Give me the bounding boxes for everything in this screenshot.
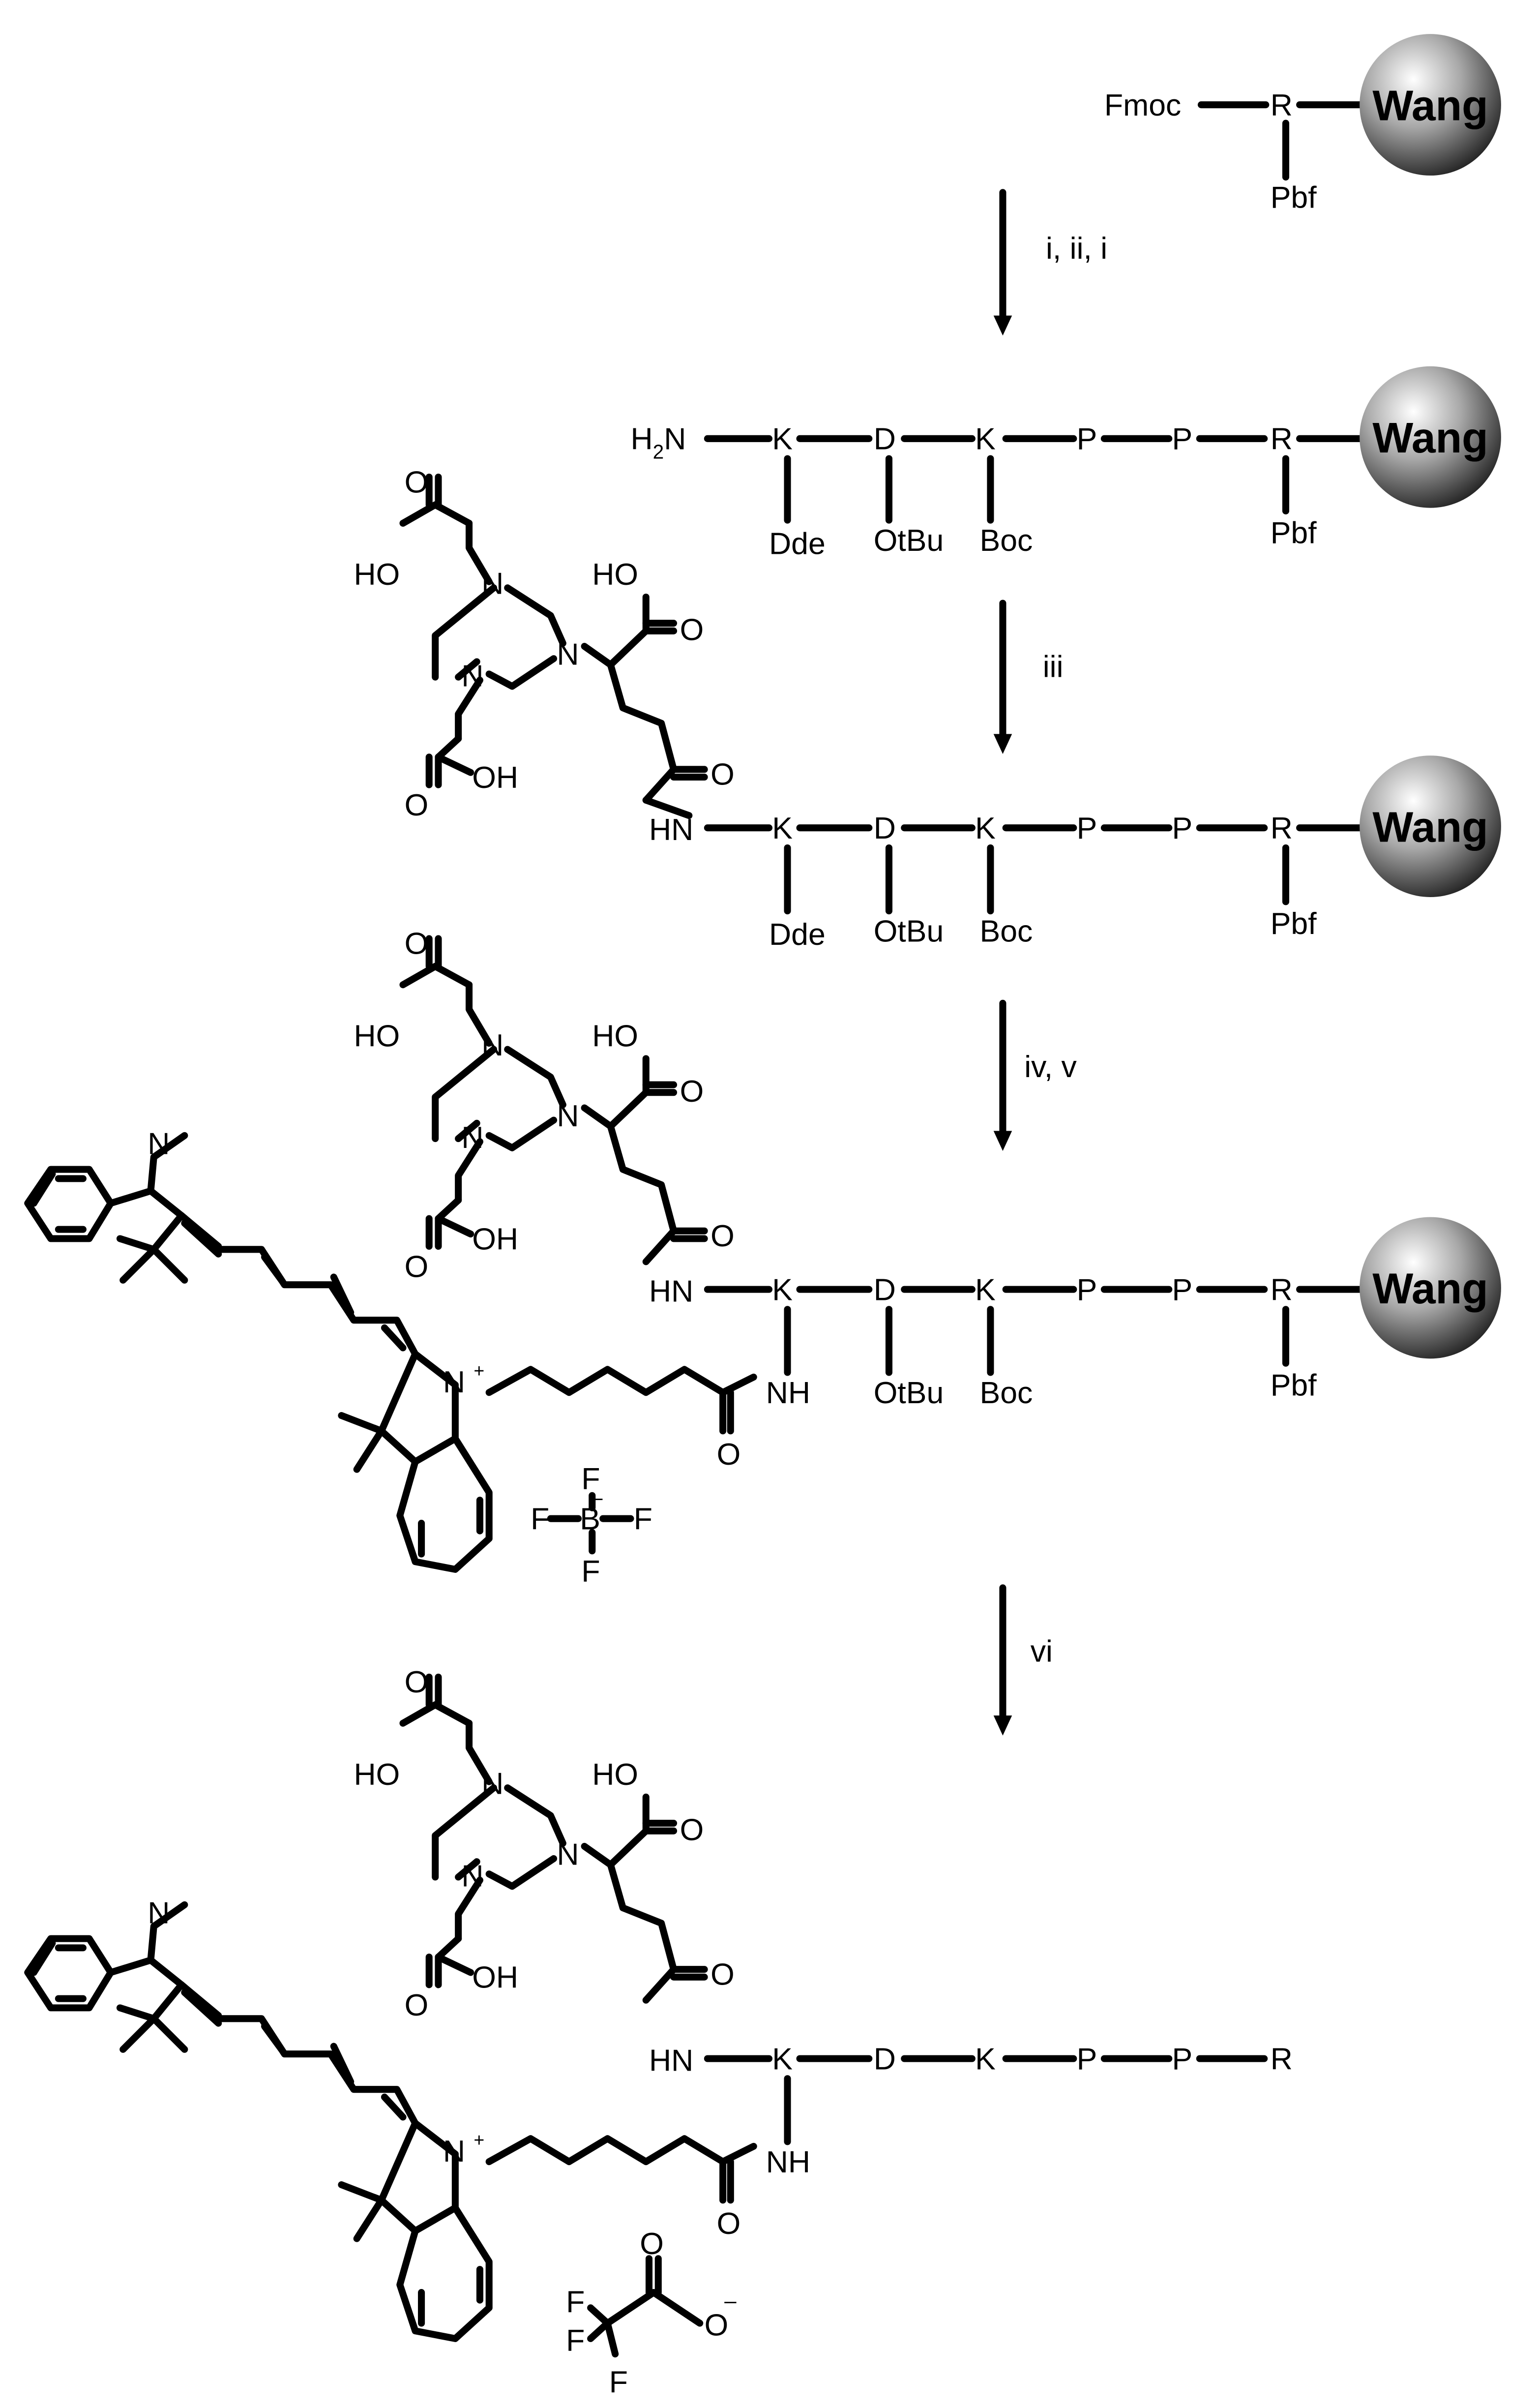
- res-k2: K: [975, 422, 996, 456]
- side-otbu: OtBu: [874, 523, 944, 558]
- side3-pbf: Pbf: [1271, 1368, 1317, 1402]
- wang-label-1: Wang: [1372, 81, 1488, 129]
- res2-k2: K: [975, 811, 996, 845]
- reaction-arrow-3: iv, v: [993, 999, 1077, 1151]
- res-k1: K: [772, 422, 793, 456]
- res4-k2: K: [975, 2042, 996, 2077]
- wang-label-4: Wang: [1372, 1264, 1488, 1313]
- res3-d: D: [874, 1273, 896, 1307]
- res2-p1: P: [1077, 811, 1097, 845]
- res-r: R: [1271, 422, 1293, 456]
- amine-h: H2N: [630, 422, 686, 463]
- side2-otbu: OtBu: [874, 914, 944, 949]
- res-p2: P: [1172, 422, 1193, 456]
- res2-p2: P: [1172, 811, 1193, 845]
- hn-4: HN: [649, 2044, 693, 2078]
- res2-k1: K: [772, 811, 793, 845]
- side2-boc: Boc: [980, 914, 1033, 949]
- tfa-charge: –: [724, 2288, 737, 2313]
- res3-r: R: [1271, 1273, 1293, 1307]
- condition-4: vi: [1031, 1634, 1053, 1669]
- residue-r-start: R: [1271, 88, 1293, 122]
- side3-otbu: OtBu: [874, 1376, 944, 1410]
- res4-r: R: [1271, 2042, 1293, 2077]
- tetrafluoroborate-anion: F – F B F F: [531, 1462, 652, 1589]
- res4-k1: K: [772, 2042, 793, 2077]
- res4-p2: P: [1172, 2042, 1193, 2077]
- res2-r: R: [1271, 811, 1293, 845]
- condition-3: iv, v: [1024, 1050, 1077, 1084]
- side-dde: Dde: [769, 526, 826, 561]
- res-p1: P: [1077, 422, 1097, 456]
- side2-pbf: Pbf: [1271, 906, 1317, 941]
- res3-p1: P: [1077, 1273, 1097, 1307]
- lys-nh-3: NH: [766, 1376, 810, 1410]
- reaction-arrow-1: i, ii, i: [993, 189, 1107, 336]
- side2-dde: Dde: [769, 917, 826, 952]
- tfa-o-right: O: [705, 2308, 729, 2343]
- wang-label-2: Wang: [1372, 414, 1488, 462]
- condition-2: iii: [1043, 650, 1064, 684]
- tfa-f3: F: [609, 2365, 628, 2399]
- bf4-f-bottom: F: [581, 1554, 600, 1589]
- res4-p1: P: [1077, 2042, 1097, 2077]
- reaction-arrow-4: vi: [993, 1584, 1053, 1736]
- reaction-arrow-2: iii: [993, 600, 1064, 754]
- trifluoroacetate-anion: O O – F F F: [566, 2227, 737, 2400]
- wang-label-3: Wang: [1372, 803, 1488, 851]
- condition-1: i, ii, i: [1046, 231, 1107, 266]
- chelator-peptide-resin: HN K D K P P R Dde OtBu Boc Pbf Wang: [354, 465, 1501, 952]
- bf4-f-right: F: [634, 1502, 652, 1536]
- fmoc-label: Fmoc: [1104, 88, 1181, 122]
- res2-d: D: [874, 811, 896, 845]
- starting-material: Fmoc R Pbf Wang: [1104, 34, 1501, 215]
- res3-p2: P: [1172, 1273, 1193, 1307]
- res-d: D: [874, 422, 896, 456]
- dye-chelator-peptide-resin: HN K D K P P R NH OtBu Boc Pbf Wang F – …: [28, 927, 1501, 1589]
- res4-d: D: [874, 2042, 896, 2077]
- pbf-label-start: Pbf: [1271, 181, 1317, 215]
- peptide-resin: H2N K D K P P R Dde OtBu Boc Pbf Wang: [630, 366, 1501, 561]
- side-boc: Boc: [980, 523, 1033, 558]
- bf4-f-top: F: [581, 1462, 600, 1496]
- tfa-f1: F: [566, 2285, 585, 2319]
- res3-k2: K: [975, 1273, 996, 1307]
- final-product: HN K D K P P R NH O O – F F F: [28, 1665, 1293, 2399]
- side3-boc: Boc: [980, 1376, 1033, 1410]
- tfa-o-top: O: [640, 2227, 664, 2261]
- bf4-f-left: F: [531, 1502, 549, 1536]
- hn-3: HN: [649, 1274, 693, 1309]
- res3-k1: K: [772, 1273, 793, 1307]
- side-pbf: Pbf: [1271, 516, 1317, 550]
- lys-nh-4: NH: [766, 2145, 810, 2179]
- hn-2: HN: [649, 813, 693, 847]
- tfa-f2: F: [566, 2323, 585, 2358]
